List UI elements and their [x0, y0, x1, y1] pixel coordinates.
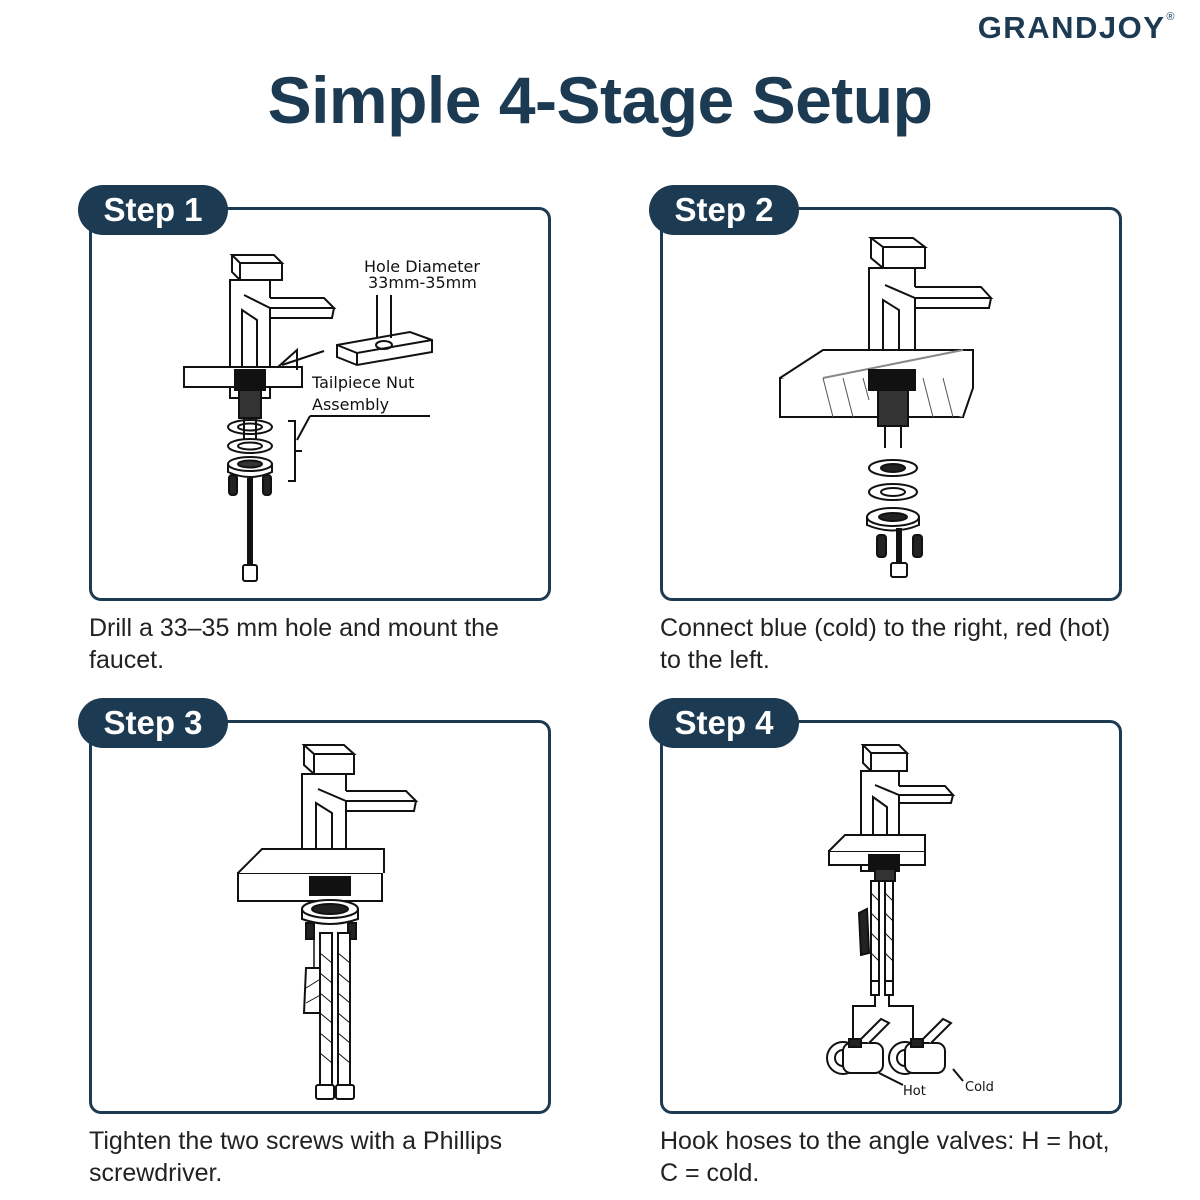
faucet-illustration: [229, 254, 337, 399]
step-1-illustration: Hole Diameter 33mm-35mm Tailpiece Nut As…: [183, 254, 480, 582]
faucet-illustration: [301, 744, 419, 885]
step-3-caption: Tighten the two screws with a Phillips s…: [89, 1127, 503, 1187]
step-4-caption: Hook hoses to the angle valves: H = hot,…: [660, 1127, 1110, 1187]
step-3-badge: Step 3: [78, 698, 228, 748]
step-2-caption: Connect blue (cold) to the right, red (h…: [660, 614, 1111, 674]
tailpiece-assembly-label: Assembly: [312, 395, 389, 414]
hole-diameter-value: 33mm-35mm: [368, 273, 477, 292]
deck-plate-illustration: [828, 834, 926, 882]
angle-valve-illustration: [826, 1017, 953, 1075]
hot-label: Hot: [903, 1084, 926, 1099]
registered-mark: ®: [1166, 11, 1176, 23]
deck-plate-illustration: [237, 848, 385, 940]
tailpiece-nut-label: Tailpiece Nut: [311, 373, 414, 392]
hole-diameter-label: Hole Diameter: [364, 257, 480, 276]
step-1-frame: [89, 207, 551, 601]
brand-name: GRANDJOY: [977, 10, 1166, 45]
step-1-badge: Step 1: [78, 185, 228, 235]
step-3-illustration: [237, 744, 419, 1100]
step-4-illustration: Hot Cold: [826, 744, 994, 1099]
page-title: Simple 4-Stage Setup: [267, 63, 933, 137]
brand-logo: GRANDJOY®: [978, 10, 1176, 46]
step-4-badge: Step 4: [649, 698, 799, 748]
step-2-illustration: [779, 237, 994, 578]
step-1-caption: Drill a 33–35 mm hole and mount the fauc…: [89, 614, 499, 674]
tailpiece-nut-illustration: [227, 419, 273, 582]
screwdriver-illustration: [857, 907, 871, 957]
cold-label: Cold: [965, 1080, 994, 1095]
deck-plate-illustration: [183, 330, 433, 440]
tailpiece-nut-illustration: [866, 459, 923, 578]
deck-plate-illustration: [779, 349, 974, 448]
step-2-badge: Step 2: [649, 185, 799, 235]
faucet-illustration: [868, 237, 994, 399]
